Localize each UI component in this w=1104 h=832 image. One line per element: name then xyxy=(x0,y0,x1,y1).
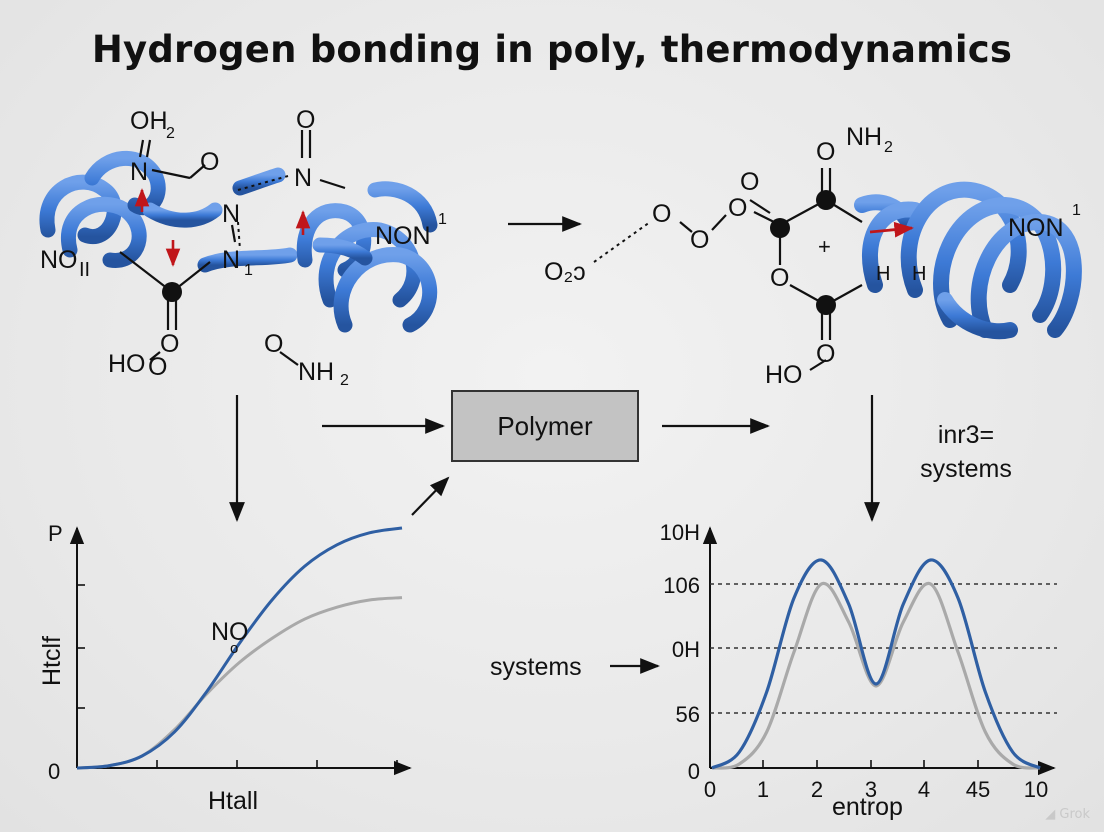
left-molecule: OH 2 O N O N N N 1 O NO II HO O O NH 2 N… xyxy=(39,106,447,389)
left-helix-ribbon xyxy=(39,151,298,273)
right-chart-ytick-label: 106 xyxy=(663,573,700,598)
right-label-non: NON xyxy=(1008,214,1064,242)
right-chart-ytick-label: 56 xyxy=(676,702,700,727)
left-label-n4-sub: 1 xyxy=(244,262,253,279)
side-note-line1: inr3= xyxy=(938,421,994,449)
left-label-n1: N xyxy=(130,158,148,186)
left-label-o-nh2: O xyxy=(264,330,283,358)
right-carbon-atom-bottom xyxy=(816,295,836,315)
right-label-ho-o: O xyxy=(816,340,835,368)
left-label-o3: O xyxy=(160,330,179,358)
flow-arrows xyxy=(229,216,880,674)
right-chart-series-primary xyxy=(711,558,1041,770)
right-chart-xtick-label: 2 xyxy=(811,777,823,802)
right-chart-xtick-label: 45 xyxy=(966,777,990,802)
left-label-non: NON xyxy=(375,222,431,250)
left-chart-ytick-label-zero: 0 xyxy=(48,759,60,784)
right-helix-ribbon xyxy=(854,181,1082,340)
right-chart-series-secondary xyxy=(711,581,1041,770)
right-carbon-atom-top xyxy=(816,190,836,210)
right-chart-xlabel: entrop xyxy=(832,793,903,821)
left-label-oh2: OH xyxy=(130,107,168,135)
right-chart-xtick-label: 1 xyxy=(757,777,769,802)
right-chart-xtick-label: 10 xyxy=(1024,777,1048,802)
right-carbon-atom-left xyxy=(770,218,790,238)
left-label-o2: O xyxy=(296,106,315,134)
right-hbond-arrow xyxy=(869,221,914,238)
right-chart: 0 1 2 3 4 45 10 10H 106 0H 56 0 entrop xyxy=(660,520,1057,821)
left-label-no: NO xyxy=(40,246,78,274)
right-chart-xtick-label: 0 xyxy=(704,777,716,802)
left-label-oh2-sub: 2 xyxy=(166,125,175,142)
right-label-o-ring: O xyxy=(770,264,789,292)
left-helix-ribbon-2 xyxy=(296,181,438,333)
polymer-box: Polymer xyxy=(451,390,639,462)
left-chart: P 0 Htclf Htall NO o xyxy=(38,521,412,815)
left-label-ho: HO xyxy=(108,350,146,378)
left-chart-series-primary xyxy=(76,526,403,770)
left-chart-ytick-label-top: P xyxy=(48,521,63,546)
right-label-o-a: O xyxy=(740,168,759,196)
left-label-nh2: NH xyxy=(298,358,334,386)
left-chart-xlabel: Htall xyxy=(208,787,258,815)
right-chart-xtick-label: 4 xyxy=(918,777,930,802)
right-molecule: O NH 2 O O O O O₂ɔ + O HO O H H NON 1 xyxy=(544,123,1082,389)
right-chart-ytick-label: 10H xyxy=(660,520,700,545)
right-label-nh2-sub: 2 xyxy=(884,139,893,156)
left-chart-annotation-sub: o xyxy=(230,640,238,657)
right-label-o-c: O xyxy=(652,200,671,228)
left-label-non-sup: 1 xyxy=(438,211,447,228)
right-chart-xtick-label: 3 xyxy=(865,777,877,802)
right-label-o-top: O xyxy=(816,138,835,166)
right-chart-ytick-label: 0H xyxy=(672,637,700,662)
right-label-o-b: O xyxy=(728,194,747,222)
right-chart-ytick-label: 0 xyxy=(688,759,700,784)
left-carbon-atom xyxy=(162,282,182,302)
left-label-n2: N xyxy=(294,164,312,192)
right-label-non-sup: 1 xyxy=(1072,202,1081,219)
left-label-n3: N xyxy=(222,200,240,228)
side-note-line2: systems xyxy=(920,455,1012,483)
watermark-logo: ◢ Grok xyxy=(1045,807,1090,822)
right-label-o-d: O xyxy=(690,226,709,254)
right-label-h2: H xyxy=(912,263,926,285)
left-hbond-arrows xyxy=(134,188,311,267)
right-label-plus: + xyxy=(818,234,831,259)
left-chart-annotation: NO xyxy=(211,618,249,646)
left-label-n4: N xyxy=(222,246,240,274)
right-label-h1: H xyxy=(876,263,890,285)
left-label-ho-o: O xyxy=(148,353,167,381)
right-label-nh2: NH xyxy=(846,123,882,151)
right-label-ho: HO xyxy=(765,361,803,389)
systems-label: systems xyxy=(490,653,582,681)
right-label-o2: O₂ɔ xyxy=(544,258,586,286)
left-label-no-sub: II xyxy=(79,259,90,281)
left-label-nh2-sub: 2 xyxy=(340,372,349,389)
page-title: Hydrogen bonding in poly, thermodynamics xyxy=(91,28,1013,71)
left-label-o1: O xyxy=(200,148,219,176)
left-chart-ylabel: Htclf xyxy=(38,636,66,686)
arrow-chart-to-polymer xyxy=(411,476,450,516)
